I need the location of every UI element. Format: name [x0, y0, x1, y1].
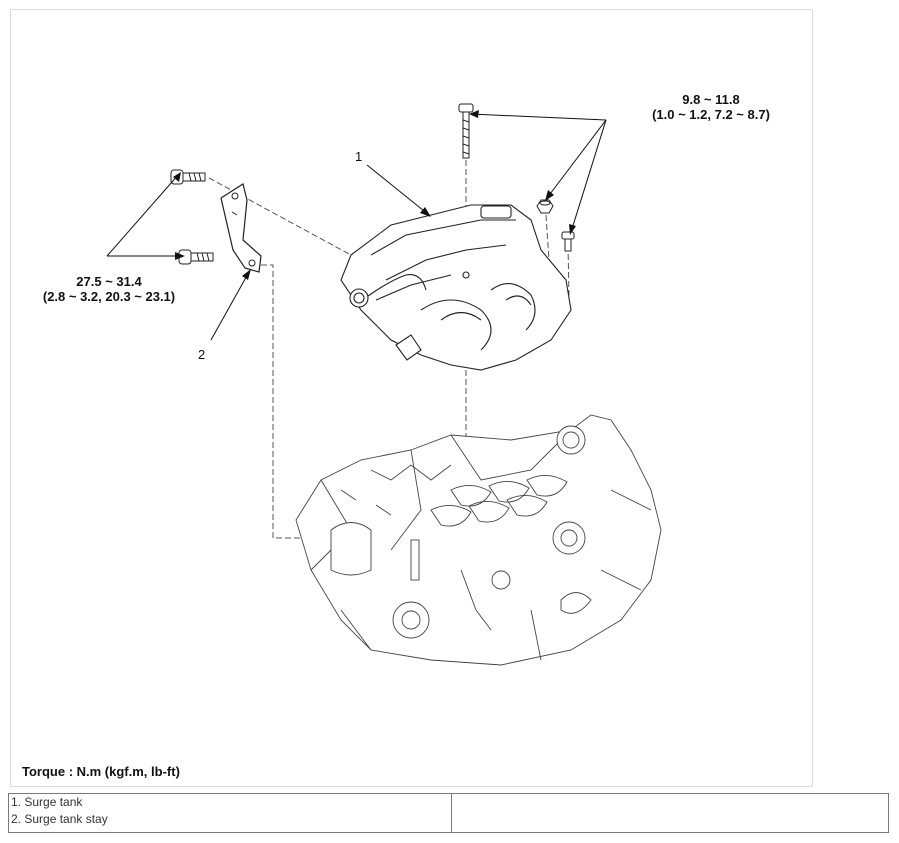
bolt-top-center: [458, 103, 474, 159]
legend-item: 1. Surge tank: [11, 795, 83, 809]
torque-spec-left: 27.5 ~ 31.4 (2.8 ~ 3.2, 20.3 ~ 23.1): [19, 274, 199, 304]
engine-block: [295, 414, 662, 666]
part-number-2: 2: [198, 347, 206, 362]
bolt-right-lower: [561, 231, 575, 252]
nut-right-upper: [536, 199, 554, 214]
arrowheads: [173, 110, 576, 280]
exploded-view-diagram: [106, 103, 662, 666]
legend-item: 2. Surge tank stay: [11, 812, 108, 826]
torque-spec-top-value: 9.8 ~ 11.8: [682, 92, 740, 107]
torque-spec-top-units: (1.0 ~ 1.2, 7.2 ~ 8.7): [652, 107, 770, 122]
leader-lines: [106, 113, 607, 341]
parts-legend-table: 1. Surge tank 2. Surge tank stay: [8, 793, 889, 833]
bolt-left-lower: [178, 249, 214, 265]
torque-spec-left-units: (2.8 ~ 3.2, 20.3 ~ 23.1): [42, 289, 176, 304]
torque-units-caption: Torque : N.m (kgf.m, lb-ft): [22, 764, 180, 779]
diagram-figure: 1 2 9.8 ~ 11.8 (1.0 ~ 1.2, 7.2 ~ 8.7) 27…: [10, 9, 813, 787]
torque-spec-left-value: 27.5 ~ 31.4: [76, 274, 142, 289]
legend-items-cell: 1. Surge tank 2. Surge tank stay: [8, 793, 452, 833]
surge-tank: [340, 204, 572, 371]
surge-tank-stay: [220, 183, 262, 273]
legend-row: 1. Surge tank 2. Surge tank stay: [8, 793, 889, 833]
torque-spec-top: 9.8 ~ 11.8 (1.0 ~ 1.2, 7.2 ~ 8.7): [631, 92, 791, 122]
part-number-1: 1: [355, 149, 363, 164]
legend-empty-cell: [451, 793, 889, 833]
